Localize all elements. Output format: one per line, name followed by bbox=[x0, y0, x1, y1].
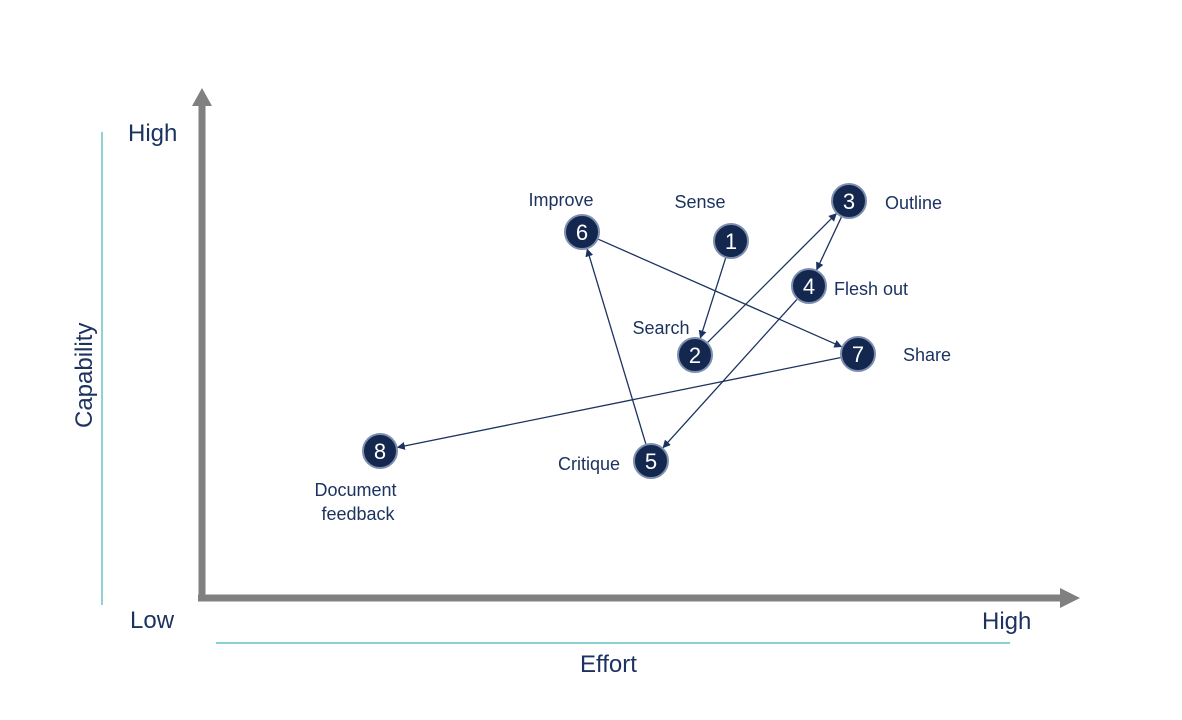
edge-5-to-6 bbox=[585, 248, 647, 444]
node-6: 6 Improve bbox=[528, 190, 600, 250]
x-axis-low-label: Low bbox=[130, 607, 175, 634]
y-axis-arrowhead bbox=[192, 88, 212, 106]
node-7: 7 Share bbox=[840, 336, 951, 372]
node-1: 1 Sense bbox=[674, 192, 749, 259]
x-axis-title: Effort bbox=[580, 651, 637, 678]
node-4-marker bbox=[791, 268, 827, 304]
node-3-number: 3 bbox=[843, 189, 855, 214]
node-7-marker bbox=[840, 336, 876, 372]
node-8-number: 8 bbox=[374, 439, 386, 464]
node-1-marker bbox=[713, 223, 749, 259]
node-3: 3 Outline bbox=[831, 183, 942, 219]
y-axis-title: Capability bbox=[71, 323, 98, 428]
node-4: 4 Flesh out bbox=[791, 268, 908, 304]
node-8-marker bbox=[362, 433, 398, 469]
node-6-marker bbox=[564, 214, 600, 250]
edge-2-to-3 bbox=[707, 213, 837, 343]
node-7-number: 7 bbox=[852, 342, 864, 367]
node-4-number: 4 bbox=[803, 274, 815, 299]
edge-1-to-2 bbox=[698, 258, 727, 339]
edge-6-to-7 bbox=[598, 238, 843, 348]
node-6-label: Improve bbox=[528, 190, 593, 210]
edge-3-to-4 bbox=[816, 217, 842, 271]
node-4-label: Flesh out bbox=[834, 279, 908, 299]
node-5: 5 Critique bbox=[558, 443, 669, 479]
node-5-marker bbox=[633, 443, 669, 479]
node-8: 8 Document feedback bbox=[314, 433, 401, 524]
node-3-label: Outline bbox=[885, 193, 942, 213]
node-2: 2 Search bbox=[632, 318, 713, 373]
node-5-number: 5 bbox=[645, 449, 657, 474]
x-axis-arrowhead bbox=[1060, 588, 1080, 608]
edge-4-to-5 bbox=[662, 298, 798, 449]
node-3-marker bbox=[831, 183, 867, 219]
node-2-marker bbox=[677, 337, 713, 373]
node-1-number: 1 bbox=[725, 229, 737, 254]
node-1-label: Sense bbox=[674, 192, 725, 212]
edge-layer bbox=[396, 213, 843, 450]
edge-7-to-8 bbox=[396, 356, 841, 450]
node-5-label: Critique bbox=[558, 454, 620, 474]
node-8-label-line-1: Document bbox=[314, 480, 396, 500]
node-2-label: Search bbox=[632, 318, 689, 338]
y-axis-high-label: High bbox=[128, 120, 177, 147]
x-axis-high-label: High bbox=[982, 608, 1031, 635]
node-8-label-line-2: feedback bbox=[321, 504, 395, 524]
node-8-label: Document feedback bbox=[314, 480, 401, 524]
node-2-number: 2 bbox=[689, 343, 701, 368]
node-6-number: 6 bbox=[576, 220, 588, 245]
node-7-label: Share bbox=[903, 345, 951, 365]
